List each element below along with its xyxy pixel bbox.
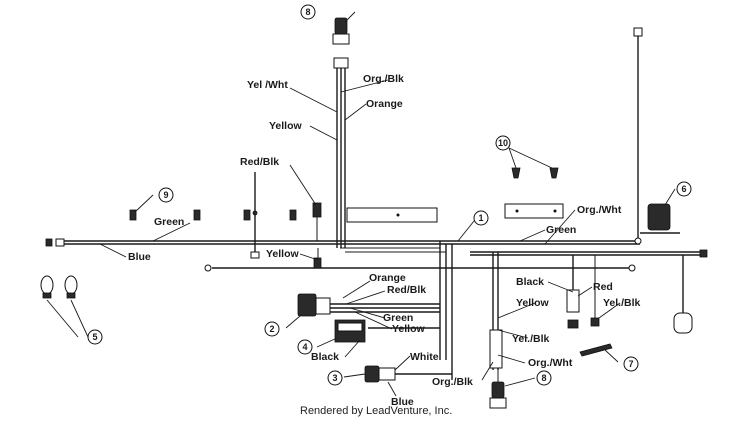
svg-text:10: 10 xyxy=(498,138,508,148)
lower-left-components xyxy=(297,293,396,383)
right-connector-plug xyxy=(673,312,693,334)
ignition-switch-top xyxy=(334,17,348,35)
svg-text:9: 9 xyxy=(163,190,168,200)
probe-tip xyxy=(250,251,260,259)
part-3-plug xyxy=(378,367,396,381)
callout-10: 10 xyxy=(495,135,511,151)
ignition-switch-lower xyxy=(491,381,505,399)
part-3-switch xyxy=(364,365,380,383)
svg-text:7: 7 xyxy=(628,359,633,369)
part-4-face xyxy=(337,322,363,332)
callout-4: 4 xyxy=(297,339,313,355)
harness-end-connector-right xyxy=(699,249,708,258)
callouts: 8 9 1 10 6 5 2 4 xyxy=(87,4,692,386)
label-red-blk-left: Red/Blk xyxy=(240,156,279,168)
black-lead-terminal xyxy=(567,319,579,329)
bulb-left xyxy=(40,275,54,295)
brackets xyxy=(346,203,564,223)
svg-text:8: 8 xyxy=(541,373,546,383)
red-blk-connector xyxy=(312,202,322,218)
bulb-socket-2 xyxy=(193,209,201,221)
label-blue-left: Blue xyxy=(128,251,151,263)
label-black-lower: Black xyxy=(311,351,339,363)
part-2-switch xyxy=(297,293,317,317)
right-bundle xyxy=(489,252,507,409)
mounting-plate-left xyxy=(346,207,438,223)
svg-text:4: 4 xyxy=(302,342,307,352)
ignition-switch-base-top xyxy=(332,33,350,45)
tall-lead-top xyxy=(633,27,643,37)
leader-lines xyxy=(46,11,676,397)
label-red-right: Red xyxy=(593,281,613,293)
part-6-solenoid xyxy=(647,203,671,231)
label-org-wht-lower: Org./Wht xyxy=(528,357,573,369)
label-yellow-right: Yellow xyxy=(516,297,550,309)
label-red-blk-mid: Red/Blk xyxy=(387,284,426,296)
clip-10-a xyxy=(511,167,521,179)
harness-end-connector-left xyxy=(45,238,53,247)
bulb-socket-1 xyxy=(129,209,137,221)
label-green-left: Green xyxy=(154,216,184,228)
label-black-right: Black xyxy=(516,276,544,288)
label-org-blk-lower: Org./Blk xyxy=(432,376,473,388)
bulb-socket-4 xyxy=(289,209,297,221)
ring-terminal-right xyxy=(628,264,636,272)
label-yellow-top: Yellow xyxy=(269,120,303,132)
label-yel-blk-right: Yel./Blk xyxy=(603,297,641,309)
label-orange-mid: Orange xyxy=(369,272,406,284)
callout-5: 5 xyxy=(87,329,103,345)
ring-terminal-left xyxy=(204,264,212,272)
svg-text:1: 1 xyxy=(478,213,483,223)
svg-text:3: 3 xyxy=(332,373,337,383)
left-components xyxy=(40,172,322,299)
svg-text:2: 2 xyxy=(269,324,274,334)
callout-3: 3 xyxy=(327,370,343,386)
svg-text:8: 8 xyxy=(305,7,310,17)
bulb-base-right xyxy=(66,292,76,299)
label-yellow-lower: Yellow xyxy=(392,323,426,335)
lower-riser-sleeve xyxy=(489,329,503,369)
svg-text:5: 5 xyxy=(92,332,97,342)
label-yel-wht-top: Yel /Wht xyxy=(247,79,288,91)
riser-sleeve xyxy=(333,57,349,69)
label-green-mid: Green xyxy=(383,312,413,324)
harness-plug-left xyxy=(55,238,65,247)
bulb-right xyxy=(64,275,78,295)
callout-8-top: 8 xyxy=(300,4,316,20)
label-white-lower: White xyxy=(410,351,439,363)
part-2-plug xyxy=(315,297,331,315)
callout-2: 2 xyxy=(264,321,280,337)
callout-6: 6 xyxy=(676,181,692,197)
center-bundle xyxy=(330,241,453,380)
mounting-plate-right xyxy=(504,203,564,219)
svg-text:6: 6 xyxy=(681,184,686,194)
probe-clip xyxy=(252,210,258,216)
clip-10-b xyxy=(549,167,559,179)
label-green-right: Green xyxy=(546,224,576,236)
label-blue-lower: Blue xyxy=(391,396,414,408)
vertical-riser xyxy=(332,17,350,248)
part-7-key xyxy=(579,343,613,357)
label-org-blk-top: Org./Blk xyxy=(363,73,404,85)
credit-line: Rendered by LeadVenture, Inc. xyxy=(300,405,452,417)
red-lead-terminal xyxy=(590,317,600,327)
black-lead-plug xyxy=(566,289,580,313)
callout-1: 1 xyxy=(473,210,489,226)
callout-7: 7 xyxy=(623,356,639,372)
bulb-base-left xyxy=(42,292,52,299)
label-org-wht-right: Org./Wht xyxy=(577,204,622,216)
ignition-switch-base-lower xyxy=(489,397,507,409)
bulb-socket-3 xyxy=(243,209,251,221)
label-yel-blk-mid: Yel./Blk xyxy=(512,333,550,345)
label-orange-top: Orange xyxy=(366,98,403,110)
tall-lead-terminal xyxy=(634,237,642,245)
right-components xyxy=(511,27,693,357)
callout-9: 9 xyxy=(158,187,174,203)
main-harness xyxy=(45,238,708,272)
wire-labels: Yel /Wht Org./Blk Orange Yellow Red/Blk … xyxy=(128,73,641,408)
label-yellow-mid: Yellow xyxy=(266,248,300,260)
callout-8-lower: 8 xyxy=(536,370,552,386)
